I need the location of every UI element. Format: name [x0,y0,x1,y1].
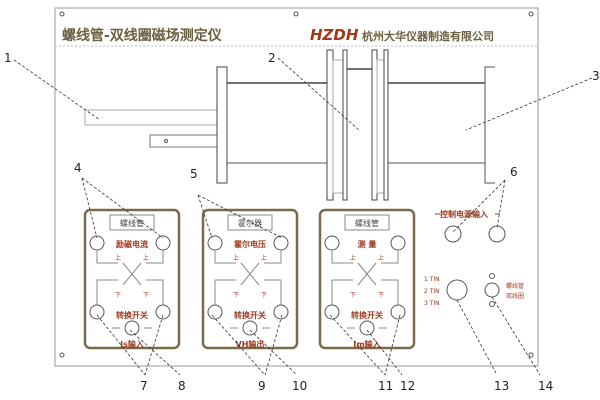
leader-lines [13,57,593,376]
up-mark: 上 [143,254,149,262]
box-label: 螺线管 [355,218,379,228]
callout-7: 7 [140,379,148,393]
box-frame [83,208,181,350]
selector-option-2: 2 TIN [424,288,440,295]
switch-wiring [214,250,282,329]
indicator-label-double-coil: 双线圈 [506,292,524,300]
switch-wiring [331,250,399,329]
up-mark: 上 [261,254,267,262]
indicator-lamp-bottom [489,301,495,307]
binding-post-2[interactable] [155,235,171,251]
switch-label: 转换开关 [351,310,383,320]
selector-option-3: 3 TIN [424,300,440,307]
down-mark: 下 [143,292,149,299]
binding-post-4[interactable] [155,304,171,320]
callout-3: 3 [592,69,600,83]
down-mark: 下 [350,292,356,299]
power-terminal-right[interactable] [488,225,506,243]
switch-knob[interactable] [124,320,140,336]
callout-8: 8 [178,379,186,393]
up-mark: 上 [115,254,121,262]
brand-logo: HZDH [310,26,359,44]
box-frame [318,208,416,350]
callout-1: 1 [4,51,12,65]
device-title: 螺线管-双线圈磁场测定仪 [62,27,223,44]
input-label: VH输出 [236,339,265,349]
box-label: 螺线管 [120,218,144,228]
binding-post-4[interactable] [273,304,289,320]
down-mark: 下 [261,292,267,299]
input-label: Is输入 [120,339,144,349]
switch-knob[interactable] [359,320,375,336]
callout-9: 9 [258,379,266,393]
down-mark: 下 [115,292,121,299]
down-mark: 下 [233,292,239,299]
callout-2: 2 [268,51,276,65]
callout-12: 12 [400,379,415,393]
selector-option-1: 1 TIN [424,276,440,283]
double-coil [326,49,389,201]
up-mark: 上 [378,254,384,262]
binding-post-3[interactable] [89,304,105,320]
switch-wiring [96,250,164,329]
binding-post-3[interactable] [207,304,223,320]
callout-5: 5 [190,167,198,181]
switch-label: 转换开关 [234,310,266,320]
box-label: 霍尔器 [238,218,262,228]
indicator-label-solenoid: 螺线管 [506,282,524,290]
binding-post-2[interactable] [273,235,289,251]
box-nameplate [227,214,273,231]
selector-knob[interactable] [446,279,468,301]
up-mark: 上 [233,254,239,262]
input-label: Im输入 [353,339,380,349]
binding-post-1[interactable] [324,235,340,251]
coil-switch[interactable] [484,282,500,298]
indicator-lamp-top [489,273,495,279]
top-label: 测 量 [358,239,377,249]
binding-post-1[interactable] [89,235,105,251]
callout-6: 6 [510,165,518,179]
top-label: 励磁电流 [116,239,148,249]
down-mark: 下 [378,292,384,299]
switch-knob[interactable] [242,320,258,336]
corner-screws [59,11,534,358]
callout-11: 11 [378,379,393,393]
top-label: 霍尔电压 [234,239,266,249]
callout-14: 14 [538,379,553,393]
callout-13: 13 [494,379,509,393]
callout-10: 10 [292,379,307,393]
binding-post-4[interactable] [390,304,406,320]
up-mark: 上 [350,254,356,262]
power-input-label: 控制电源输入 [440,209,488,219]
company-name: 杭州大华仪器制造有限公司 [362,29,494,43]
box-nameplate [344,214,390,231]
solenoid [216,66,495,184]
box-frame [201,208,299,350]
binding-post-1[interactable] [207,235,223,251]
switch-label: 转换开关 [116,310,148,320]
callout-4: 4 [74,161,82,175]
binding-post-2[interactable] [390,235,406,251]
power-terminal-left[interactable] [444,225,462,243]
